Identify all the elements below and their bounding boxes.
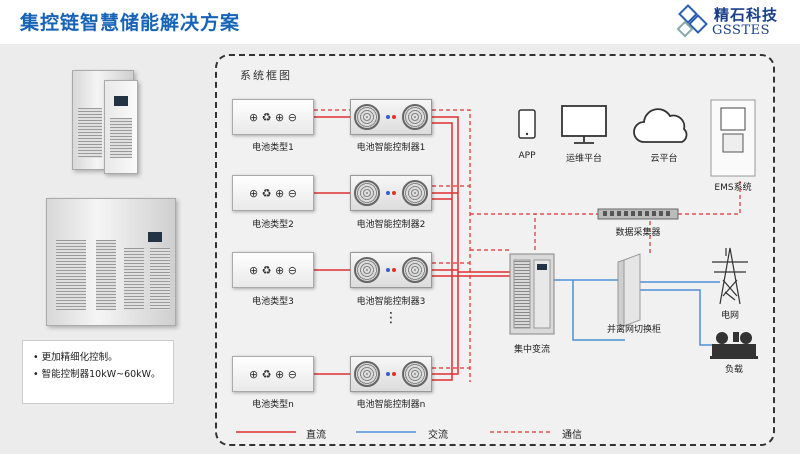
dc-line: [432, 272, 459, 375]
ac-line: [572, 280, 625, 341]
note-item: • 智能控制器10kW~60kW。: [33, 369, 161, 380]
controller-label: 电池智能控制器n: [356, 400, 426, 410]
controller-label: 电池智能控制器1: [356, 143, 426, 153]
controller-label: 电池智能控制器3: [356, 297, 426, 307]
battery-label: 电池类型1: [252, 143, 294, 153]
diagram-title: 系统框图: [240, 69, 292, 82]
note-item: • 更加精细化控制。: [33, 352, 118, 363]
logo-english-text: GSSTES: [712, 23, 771, 38]
dc-line: [432, 116, 510, 273]
app-phone-icon: [518, 109, 536, 139]
ac-line: [640, 289, 720, 346]
app-label: APP: [518, 151, 536, 161]
battery-symbols: ⊕ ♻ ⊕ ⊖: [248, 110, 297, 124]
comm-line: [678, 180, 741, 215]
legend-comm: 通信: [562, 430, 582, 441]
battery-module: ⊕ ♻ ⊕ ⊖: [232, 99, 314, 135]
battery-label: 电池类型3: [252, 297, 294, 307]
header: 集控链智慧储能解决方案 精石科技 GSSTES: [0, 0, 800, 44]
fan-icon: [354, 104, 380, 130]
central-converter-icon: [509, 253, 555, 335]
power-grid-tower-icon: [712, 247, 748, 305]
company-logo: 精石科技 GSSTES: [674, 2, 792, 44]
fan-icon: [402, 180, 428, 206]
grid-switch-cabinet-icon: [617, 253, 641, 327]
controller-label: 电池智能控制器2: [356, 220, 426, 230]
load-equipment-icon: [710, 332, 758, 359]
ellipsis: ⋮: [384, 310, 398, 326]
logo-mark-icon: [676, 4, 708, 38]
fan-icon: [354, 361, 380, 387]
ops-monitor-icon: [561, 105, 607, 144]
logo-chinese-text: 精石科技: [714, 6, 779, 24]
dc-line: [432, 276, 453, 381]
cloud-platform-label: 云平台: [650, 154, 678, 164]
fan-icon: [402, 361, 428, 387]
collector-label: 数据采集器: [615, 228, 661, 238]
battery-symbols: ⊕ ♻ ⊕ ⊖: [248, 186, 297, 200]
fan-icon: [354, 257, 380, 283]
battery-label: 电池类型2: [252, 220, 294, 230]
ops-platform-label: 运维平台: [565, 154, 603, 164]
battery-controller: [350, 99, 432, 135]
data-collector-icon: [597, 208, 679, 220]
battery-symbols: ⊕ ♻ ⊕ ⊖: [248, 263, 297, 277]
battery-module: ⊕ ♻ ⊕ ⊖: [232, 175, 314, 211]
fan-icon: [354, 180, 380, 206]
fan-icon: [402, 257, 428, 283]
battery-module: ⊕ ♻ ⊕ ⊖: [232, 356, 314, 392]
cloud-icon: [633, 108, 688, 143]
battery-label: 电池类型n: [252, 400, 294, 410]
grid-label: 电网: [720, 311, 740, 321]
comm-line: [432, 109, 471, 382]
load-label: 负载: [724, 365, 744, 375]
central-converter-label: 集中变流: [513, 345, 551, 355]
feature-notes: • 更加精细化控制。 • 智能控制器10kW~60kW。: [22, 340, 174, 404]
fan-icon: [402, 104, 428, 130]
ems-system-icon: [710, 99, 756, 177]
battery-controller: [350, 356, 432, 392]
legend-ac: 交流: [428, 430, 448, 441]
battery-controller: [350, 252, 432, 288]
battery-symbols: ⊕ ♻ ⊕ ⊖: [248, 367, 297, 381]
legend-dc: 直流: [306, 430, 326, 441]
ems-label: EMS系统: [714, 183, 752, 193]
switch-cabinet-label: 并离网切换柜: [606, 325, 662, 335]
page-title: 集控链智慧储能解决方案: [20, 12, 241, 34]
battery-module: ⊕ ♻ ⊕ ⊖: [232, 252, 314, 288]
battery-controller: [350, 175, 432, 211]
